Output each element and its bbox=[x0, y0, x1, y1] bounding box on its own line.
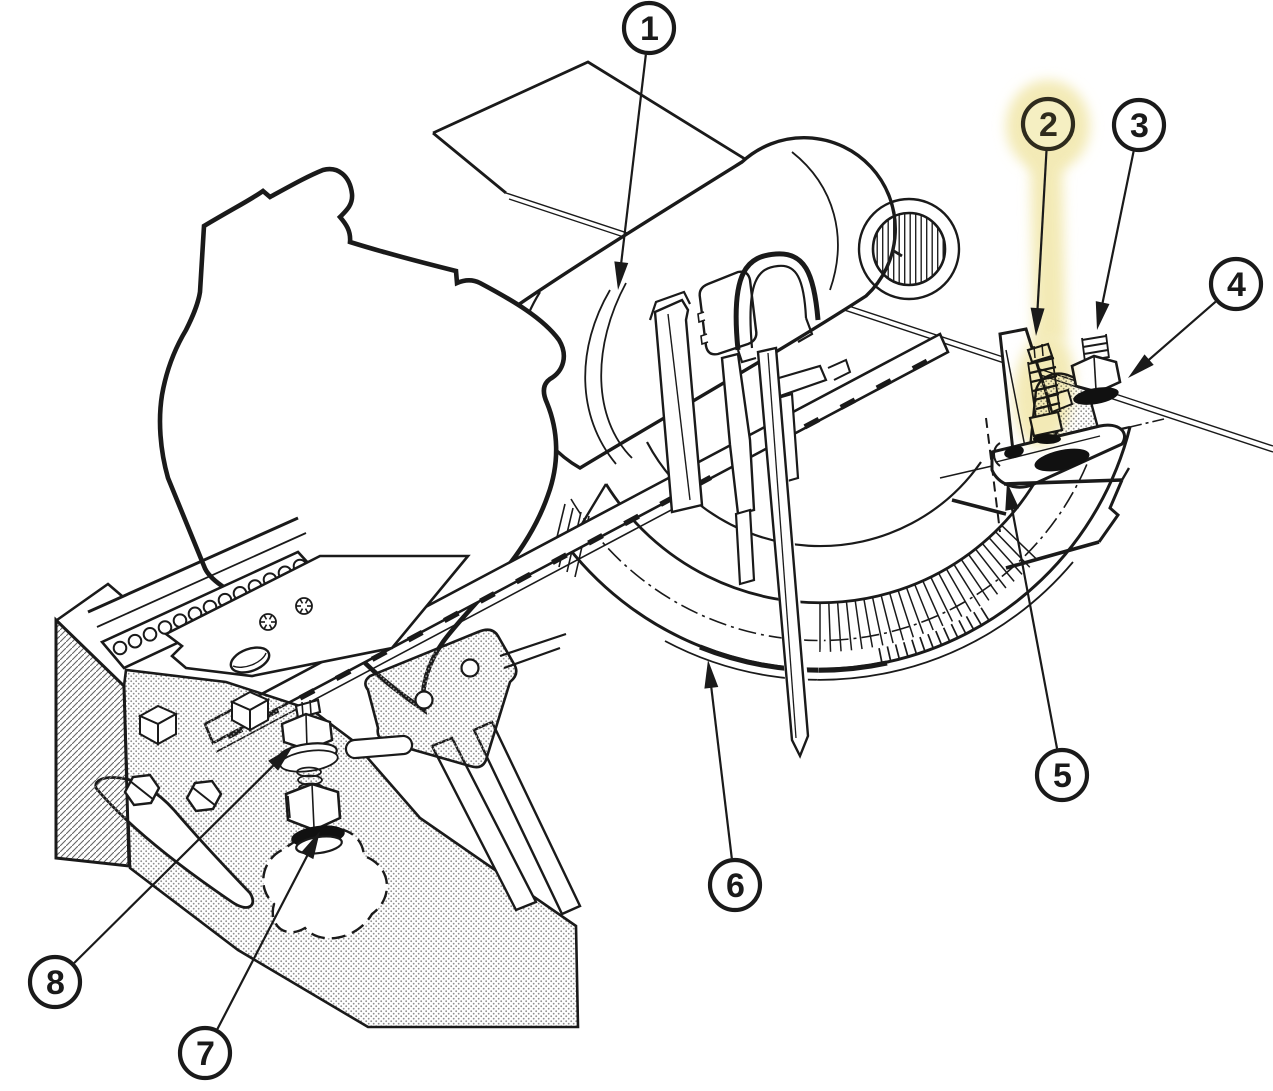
flower-plate bbox=[163, 554, 471, 678]
callout-circle bbox=[177, 1025, 233, 1081]
callout-8: 8 bbox=[27, 746, 293, 1010]
center-bracket bbox=[344, 628, 582, 916]
capsule-slot bbox=[344, 734, 414, 760]
leader-arrowhead bbox=[1095, 301, 1110, 330]
foot-black-oval bbox=[1034, 448, 1090, 472]
callout-circle bbox=[1208, 256, 1264, 312]
callout-circle bbox=[1111, 97, 1167, 153]
callout-6: 6 bbox=[704, 660, 763, 913]
hex-bolt-target-3 bbox=[1070, 333, 1122, 405]
callout-circle bbox=[1020, 96, 1076, 152]
leader-line bbox=[1139, 300, 1217, 369]
leader-line bbox=[216, 844, 314, 1030]
clamp-hook bbox=[733, 251, 821, 351]
hub-boss-ring bbox=[857, 197, 961, 301]
callout-2: 2 bbox=[1020, 96, 1076, 336]
leader-arrowhead bbox=[1005, 482, 1020, 511]
leader-line bbox=[1099, 151, 1135, 315]
leader-line bbox=[1008, 497, 1059, 749]
callout-circle bbox=[1034, 747, 1090, 803]
leader-arrowhead bbox=[1030, 307, 1045, 336]
callout-circle bbox=[27, 954, 83, 1010]
hex-screws bbox=[123, 773, 223, 813]
callout-circle bbox=[621, 0, 677, 56]
callout-number: 6 bbox=[726, 867, 744, 905]
clamp-arm-lower bbox=[720, 352, 756, 516]
screw-heads bbox=[259, 597, 313, 631]
callout-3: 3 bbox=[1095, 97, 1167, 330]
side-wall bbox=[54, 616, 131, 868]
callout-4: 4 bbox=[1128, 256, 1264, 378]
bracket-hole bbox=[414, 690, 434, 710]
callout-number: 1 bbox=[640, 10, 658, 48]
leader-arrowhead bbox=[300, 831, 320, 860]
base-bosses bbox=[137, 690, 271, 746]
mounting-base bbox=[54, 516, 580, 1029]
clamp-plate-middle bbox=[698, 270, 758, 356]
callout-number: 7 bbox=[196, 1035, 214, 1073]
plate-oval-hole bbox=[229, 646, 271, 674]
callout-number: 4 bbox=[1227, 266, 1246, 304]
callout-number: 2 bbox=[1039, 106, 1057, 144]
callout-1: 1 bbox=[614, 0, 677, 290]
clamp-assembly bbox=[648, 251, 852, 759]
callout-7: 7 bbox=[177, 831, 320, 1081]
hub-hatched-bore bbox=[871, 211, 947, 287]
leader-line bbox=[618, 54, 647, 275]
callout-number: 5 bbox=[1053, 757, 1071, 795]
callout-layer: 1 2 3 4 5 6 7 8 bbox=[27, 0, 1264, 1081]
callout-number: 3 bbox=[1130, 107, 1148, 145]
leader-line bbox=[73, 756, 283, 964]
leader-arrowhead bbox=[614, 261, 629, 290]
bracket-hole bbox=[460, 658, 480, 678]
quadrant-teeth bbox=[819, 524, 1038, 665]
leader-arrowhead bbox=[704, 660, 719, 689]
base-cutout-cloud bbox=[262, 827, 388, 940]
cylinder-drum bbox=[492, 136, 961, 473]
leader-line bbox=[708, 675, 733, 859]
leader-arrowhead bbox=[268, 746, 293, 771]
leader-arrowhead bbox=[1128, 354, 1154, 378]
callout-circle bbox=[707, 857, 763, 913]
callout-number: 8 bbox=[46, 964, 64, 1002]
callout-5: 5 bbox=[1005, 482, 1090, 803]
leader-line bbox=[1035, 150, 1048, 321]
